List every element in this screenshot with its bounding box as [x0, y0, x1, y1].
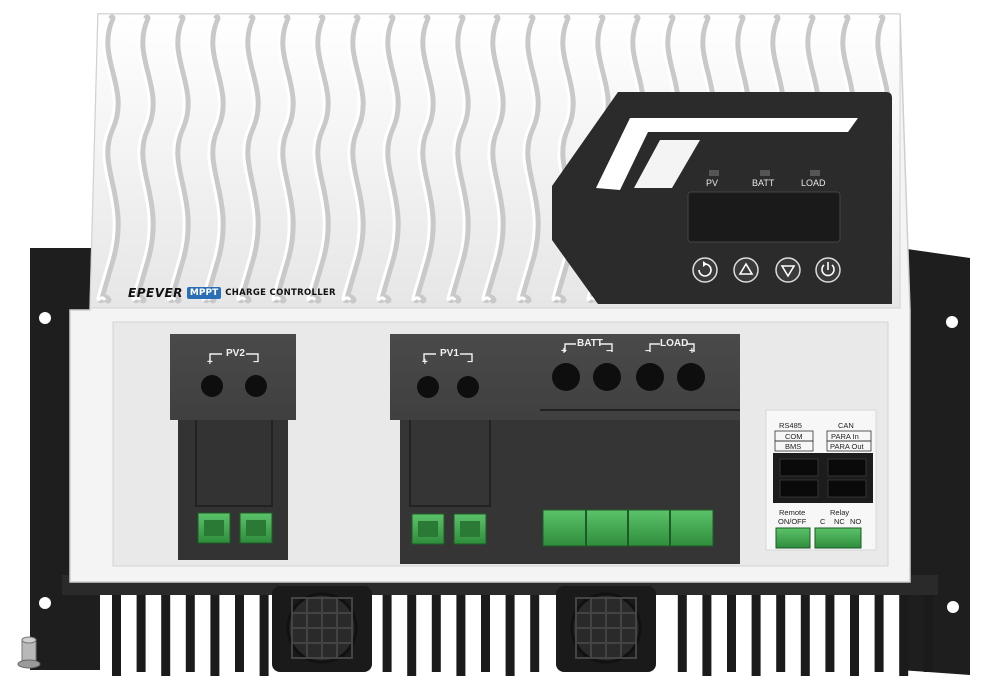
back-button[interactable]: [692, 257, 718, 283]
heat-sink-fin: [382, 580, 392, 672]
down-button[interactable]: [775, 257, 801, 283]
ground-stud: [17, 636, 41, 669]
pv-led: [709, 170, 719, 176]
pv2-terminal-block: [170, 334, 296, 560]
heat-sink-fin: [161, 580, 171, 676]
batt-minus-label: −: [606, 346, 612, 357]
heat-sink-fin: [899, 580, 909, 676]
brand-tagline: CHARGE CONTROLLER: [225, 288, 336, 298]
com-label: COM: [785, 432, 803, 441]
cooling-rib-highlight: [376, 17, 396, 302]
brand-name: EPEVER: [128, 286, 183, 300]
power-button[interactable]: [815, 257, 841, 283]
relay-label: Relay: [830, 508, 850, 517]
rs485-label: RS485: [779, 421, 802, 430]
cooling-rib-highlight: [446, 17, 466, 302]
load-indicator-label: LOAD: [801, 178, 826, 188]
batt-plus-label: +: [561, 346, 567, 357]
panel-swoosh: [596, 118, 858, 190]
heat-sink-fin: [235, 580, 244, 672]
relay-no-label: NO: [850, 517, 862, 526]
right-mounting-bracket: [900, 248, 970, 675]
heat-sink-fin: [874, 580, 884, 672]
down-button-graphic: [775, 257, 801, 283]
heat-sink-fin: [456, 580, 466, 676]
cooling-rib-highlight: [271, 17, 291, 302]
remote-label-line2: ON/OFF: [778, 517, 807, 526]
batt-label: BATT: [577, 338, 603, 349]
mppt-badge: MPPT: [186, 287, 222, 299]
cooling-fan-left: [272, 586, 372, 672]
pv2-minus-label: −: [253, 357, 259, 368]
cooling-rib-highlight: [236, 17, 256, 302]
cooling-fan-right: [556, 586, 656, 672]
heat-sink-fin: [727, 580, 736, 672]
heat-sink-fin: [751, 580, 761, 676]
batt-led: [760, 170, 770, 176]
heat-sink-fin: [923, 580, 933, 672]
cooling-rib-highlight: [411, 17, 431, 302]
heat-sink-fin: [112, 580, 121, 676]
heat-sink-fins: [112, 580, 933, 676]
cooling-rib-highlight: [96, 17, 116, 302]
cooling-rib-highlight: [166, 17, 186, 302]
heat-sink-fin: [136, 580, 146, 672]
heat-sink-fin: [702, 580, 712, 676]
remote-label-line1: Remote: [779, 508, 806, 517]
heat-sink-fin: [210, 580, 220, 676]
heat-sink-fin: [825, 580, 835, 672]
comm-ports-area: [765, 409, 877, 551]
pv1-plus-label: +: [422, 357, 428, 368]
batt-indicator-label: BATT: [752, 178, 775, 188]
pv1-minus-label: −: [467, 357, 473, 368]
relay-c-label: C: [820, 517, 826, 526]
lcd-screen: [687, 191, 841, 243]
heat-sink-fin: [850, 580, 859, 676]
cooling-rib-highlight: [341, 17, 361, 302]
brand-logo: EPEVER MPPT CHARGE CONTROLLER: [128, 286, 336, 300]
para-in-label: PARA In: [831, 432, 859, 441]
main-terminal-block: [390, 334, 740, 564]
heat-sink-fin: [530, 580, 540, 672]
back-button-graphic: [692, 257, 718, 283]
heat-sink-fin: [259, 580, 269, 676]
pv2-label: PV2: [226, 348, 245, 359]
pv1-label: PV1: [440, 348, 459, 359]
heat-sink-fin: [677, 580, 687, 672]
heat-sink-fin: [407, 580, 417, 676]
relay-nc-label: NC: [834, 517, 845, 526]
up-button[interactable]: [733, 257, 759, 283]
bms-label: BMS: [785, 442, 802, 451]
can-label: CAN: [838, 421, 854, 430]
para-out-label: PARA Out: [830, 442, 864, 451]
heat-sink-fin: [776, 580, 786, 672]
load-label: LOAD: [660, 338, 689, 349]
pv-indicator-label: PV: [706, 178, 719, 188]
load-minus-label: −: [645, 346, 651, 357]
up-button-graphic: [733, 257, 759, 283]
cooling-rib-highlight: [201, 17, 221, 302]
load-plus-label: +: [689, 346, 695, 357]
cooling-rib-highlight: [306, 17, 326, 302]
power-button-graphic: [815, 257, 841, 283]
heat-sink-fin: [481, 580, 490, 672]
heat-sink-fin: [800, 580, 810, 676]
cooling-rib-highlight: [516, 17, 536, 302]
heat-sink-fin: [185, 580, 195, 672]
pv2-plus-label: +: [207, 357, 213, 368]
heat-sink-fin: [431, 580, 441, 672]
cooling-rib-highlight: [481, 17, 501, 302]
load-led: [810, 170, 820, 176]
cooling-rib-highlight: [131, 17, 151, 302]
heat-sink-fin: [505, 580, 515, 676]
